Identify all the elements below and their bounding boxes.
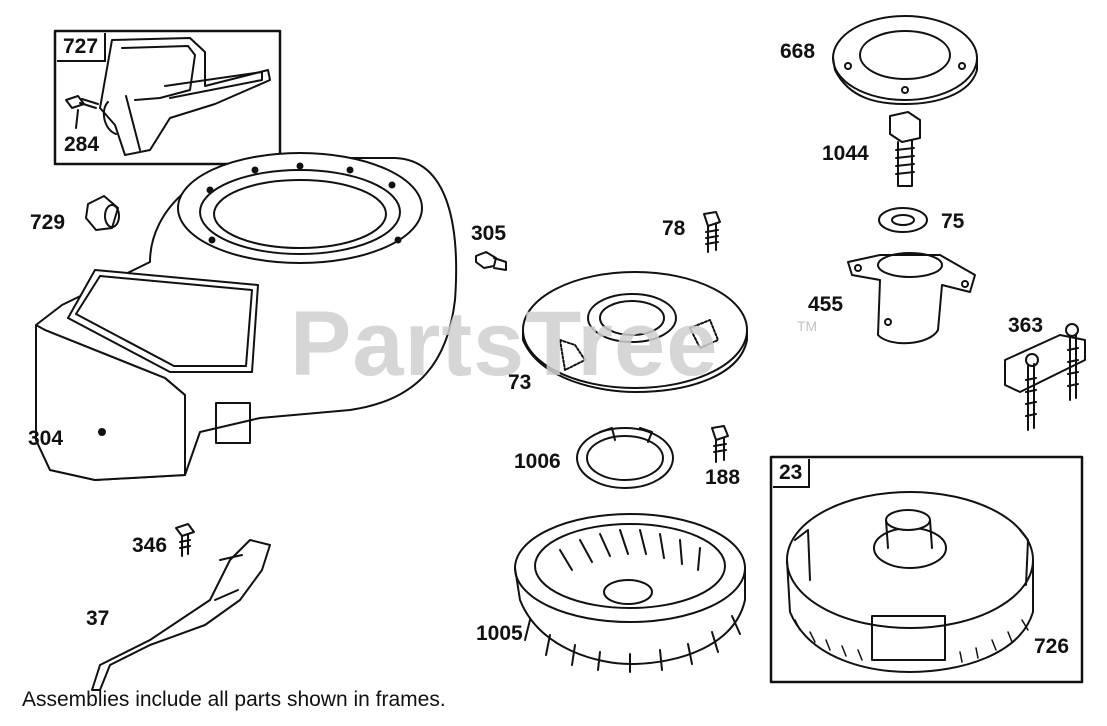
callout-75: 75	[941, 210, 965, 233]
callout-455: 455	[808, 293, 844, 316]
frame-label-727: 727	[57, 33, 107, 62]
air-guide-37-illustration	[91, 539, 271, 691]
callout-305: 305	[471, 222, 507, 245]
rotating-screen-73-illustration	[522, 271, 748, 393]
cup-bracket-455-illustration	[847, 252, 976, 345]
frame-23-border	[769, 455, 1084, 684]
screw-305-illustration	[475, 251, 507, 271]
frame-label-23: 23	[773, 459, 811, 488]
callout-363: 363	[1008, 314, 1044, 337]
callout-73: 73	[508, 371, 532, 394]
watermark-brand: PartsTree	[290, 293, 719, 395]
callout-1005: 1005	[476, 622, 523, 645]
bolt-188-illustration	[711, 425, 729, 463]
callout-188: 188	[705, 466, 741, 489]
callout-1044: 1044	[822, 142, 869, 165]
bolt-78-illustration	[703, 211, 721, 253]
assemblies-footnote: Assemblies include all parts shown in fr…	[22, 688, 446, 711]
callout-668: 668	[780, 40, 816, 63]
callout-346: 346	[132, 534, 168, 557]
bolt-1044-illustration	[889, 111, 921, 187]
blower-housing-304-illustration	[35, 152, 458, 481]
screw-346-illustration	[175, 523, 195, 557]
frame-727-border	[53, 29, 282, 166]
bracket-plate-668-illustration	[832, 15, 978, 105]
callout-726: 726	[1034, 635, 1070, 658]
callout-729: 729	[30, 211, 66, 234]
washer-75-illustration	[878, 207, 928, 233]
flywheel-fan-1005-illustration	[514, 513, 746, 673]
callout-304: 304	[28, 427, 64, 450]
armature-bracket-363-illustration	[1004, 323, 1086, 431]
watermark-trademark: TM	[797, 318, 818, 334]
grommet-729-illustration	[85, 195, 120, 231]
callout-78: 78	[662, 217, 686, 240]
callout-284: 284	[64, 133, 100, 156]
starter-cup-1006-illustration	[576, 427, 674, 489]
flywheel-726-illustration	[786, 491, 1034, 673]
air-guide-727-illustration	[99, 37, 271, 156]
callout-1006: 1006	[514, 450, 561, 473]
bolt-284-illustration	[65, 95, 99, 129]
callout-37: 37	[86, 607, 110, 630]
